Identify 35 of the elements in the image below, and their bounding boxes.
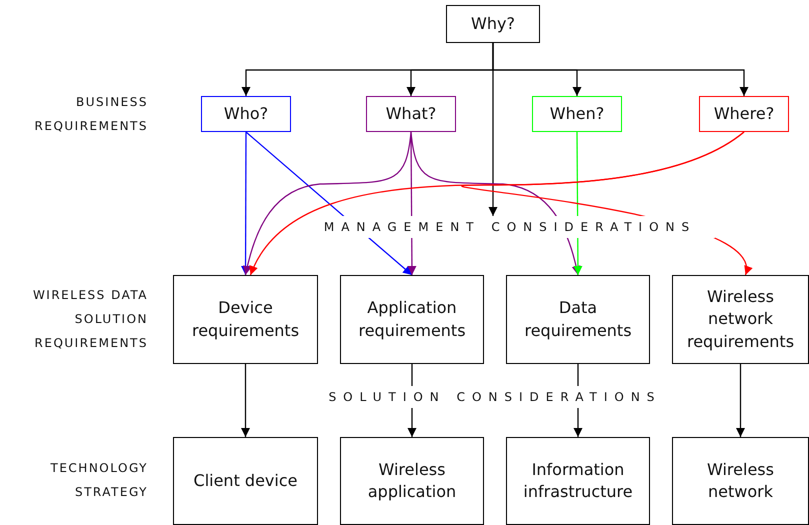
arrow — [241, 132, 250, 275]
process-box — [340, 437, 484, 525]
question-box — [446, 5, 540, 43]
node-text: When? — [550, 102, 604, 125]
node-text: What? — [386, 102, 436, 125]
row-label: TECHNOLOGY STRATEGY — [50, 460, 148, 501]
process-box — [173, 437, 318, 525]
node-text: Application requirements — [357, 297, 467, 342]
process-box — [173, 275, 318, 364]
node-text: Data requirements — [523, 297, 633, 342]
section-label: SOLUTION CONSIDERATIONS — [328, 389, 662, 405]
question-box — [699, 96, 789, 132]
question-box — [201, 96, 291, 132]
arrow — [408, 364, 416, 437]
question-box — [366, 96, 456, 132]
node-text: Wireless network requirements — [686, 286, 796, 353]
node-text: Wireless network — [706, 458, 775, 503]
process-box — [340, 275, 484, 364]
node-text: Why? — [471, 12, 515, 35]
node-text: Wireless application — [366, 458, 458, 503]
process-box — [672, 437, 809, 525]
arrow — [736, 364, 745, 437]
row-label: BUSINESS REQUIREMENTS — [34, 94, 148, 135]
arrow — [574, 364, 582, 437]
row-label: WIRELESS DATA SOLUTION REQUIREMENTS — [32, 287, 148, 352]
node-text: Where? — [714, 102, 774, 125]
node-text: Who? — [224, 102, 268, 125]
arrow — [241, 364, 250, 437]
node-text: Client device — [194, 470, 298, 492]
process-box — [672, 275, 809, 364]
question-box — [532, 96, 622, 132]
node-text: Information infrastructure — [522, 458, 634, 503]
node-text: Device requirements — [190, 297, 300, 342]
process-box — [506, 437, 650, 525]
process-box — [506, 275, 650, 364]
